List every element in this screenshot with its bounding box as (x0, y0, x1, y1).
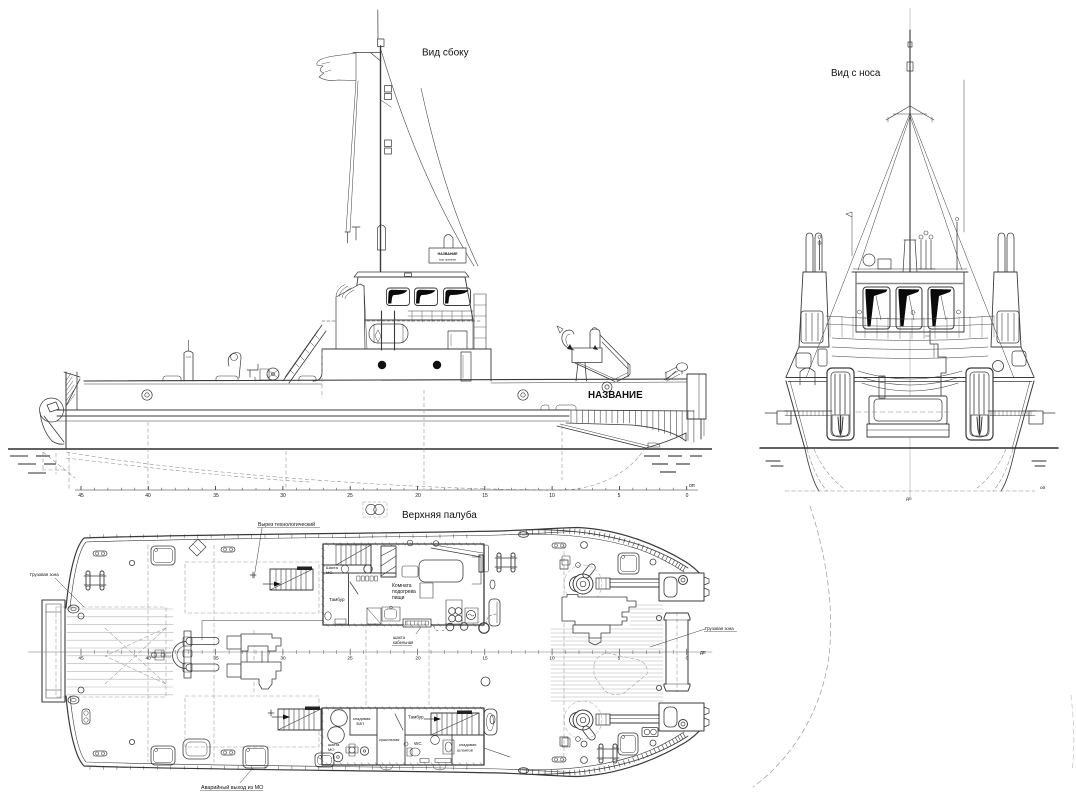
svg-text:5: 5 (618, 656, 621, 662)
svg-text:МО: МО (328, 747, 334, 752)
svg-text:40: 40 (145, 493, 151, 499)
svg-text:ЗИП: ЗИП (356, 721, 364, 726)
svg-text:кладовая: кладовая (353, 716, 370, 721)
svg-text:Грузовая зона: Грузовая зона (30, 572, 59, 577)
svg-text:дл: дл (906, 497, 912, 502)
svg-text:шахта: шахта (393, 635, 406, 640)
svg-text:пищи: пищи (392, 595, 405, 601)
svg-text:5: 5 (618, 493, 621, 499)
svg-text:30: 30 (280, 656, 286, 662)
svg-text:0: 0 (686, 493, 689, 499)
svg-text:Комната: Комната (392, 583, 412, 589)
svg-text:35: 35 (213, 493, 219, 499)
svg-text:45: 45 (78, 493, 84, 499)
svg-text:оп: оп (689, 483, 695, 489)
svg-text:35: 35 (213, 656, 219, 662)
svg-text:10: 10 (549, 656, 555, 662)
svg-text:Грузовая зона: Грузовая зона (705, 626, 734, 631)
svg-text:МО: МО (326, 570, 332, 575)
svg-text:Аварийный выход из МО: Аварийный выход из МО (201, 784, 263, 791)
svg-text:20: 20 (415, 656, 421, 662)
svg-text:45: 45 (78, 656, 84, 662)
svg-text:Вид сбоку: Вид сбоку (422, 47, 469, 59)
svg-text:шлангов: шлангов (457, 748, 473, 753)
svg-text:НАЗВАНИЕ: НАЗВАНИЕ (437, 252, 458, 256)
svg-text:Вид с носа: Вид с носа (831, 68, 881, 79)
svg-text:25: 25 (347, 493, 353, 499)
svg-text:кабельная: кабельная (393, 640, 413, 645)
svg-text:10: 10 (549, 493, 555, 499)
svg-text:15: 15 (482, 493, 488, 499)
svg-text:25: 25 (347, 656, 353, 662)
svg-text:30: 30 (280, 493, 286, 499)
svg-text:Вырез технологический: Вырез технологический (258, 521, 315, 528)
svg-text:WC: WC (414, 741, 422, 746)
svg-text:Шахта: Шахта (326, 565, 339, 570)
svg-text:НАЗВАНИЕ: НАЗВАНИЕ (588, 390, 643, 401)
svg-text:подогрева: подогрева (392, 589, 416, 595)
svg-text:шахта: шахта (328, 742, 340, 747)
svg-text:15: 15 (482, 656, 488, 662)
svg-text:порт приписки: порт приписки (439, 259, 457, 262)
svg-text:0: 0 (686, 656, 689, 662)
svg-text:оп: оп (1040, 486, 1046, 491)
svg-text:Тамбур: Тамбур (408, 715, 424, 720)
svg-text:Тамбур: Тамбур (329, 597, 345, 602)
svg-text:40: 40 (145, 656, 151, 662)
svg-text:кладовая: кладовая (459, 742, 476, 747)
svg-text:сушильная: сушильная (379, 737, 399, 742)
svg-text:дп: дп (700, 650, 706, 656)
svg-text:20: 20 (415, 493, 421, 499)
svg-text:Верхняя палуба: Верхняя палуба (402, 509, 477, 521)
